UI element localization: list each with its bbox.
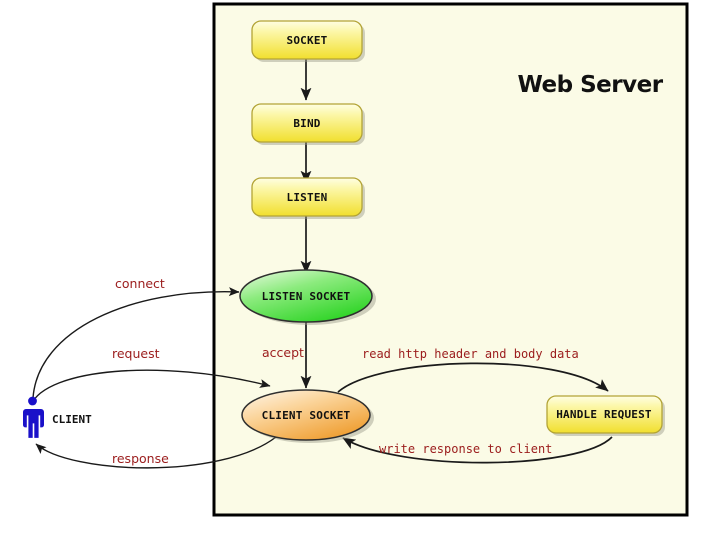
node-bind[interactable]: BIND — [251, 103, 365, 145]
node-handle-request-label: HANDLE REQUEST — [556, 408, 652, 421]
node-listen-socket[interactable]: LISTEN SOCKET — [239, 269, 376, 325]
node-handle-request[interactable]: HANDLE REQUEST — [546, 395, 665, 436]
edge-client-connect-line — [32, 287, 240, 399]
edge-label-connect: connect — [115, 276, 165, 291]
actor-client[interactable]: CLIENT — [23, 396, 92, 438]
node-handle-request-shape — [546, 395, 663, 434]
edge-client-connect: connect — [32, 276, 240, 399]
edge-label-read-http: read http header and body data — [362, 347, 579, 361]
edge-listensocket-accept: accept — [262, 320, 312, 389]
edge-label-response: response — [112, 451, 169, 466]
edge-client-request: request — [30, 346, 271, 406]
edge-clientsocket-read-line — [337, 362, 609, 393]
node-listen-socket-label: LISTEN SOCKET — [262, 290, 351, 303]
edge-handlerequest-write-line — [342, 436, 613, 464]
node-listen-shape — [251, 177, 363, 217]
node-listen-socket-shape — [239, 269, 373, 323]
node-socket-label: SOCKET — [287, 34, 328, 47]
node-bind-shape — [251, 103, 363, 143]
actor-client-label: CLIENT — [52, 413, 92, 426]
node-listen[interactable]: LISTEN — [251, 177, 365, 219]
edge-label-write-response: write response to client — [379, 442, 552, 456]
edge-clientsocket-response: response — [35, 436, 277, 469]
node-listen-label: LISTEN — [287, 191, 328, 204]
node-client-socket[interactable]: CLIENT SOCKET — [241, 389, 374, 443]
edge-handlerequest-write: write response to client — [342, 436, 613, 464]
node-bind-label: BIND — [293, 117, 320, 130]
edge-clientsocket-read: read http header and body data — [337, 347, 609, 393]
edge-client-request-line — [30, 369, 271, 406]
web-server-title: Web Server — [517, 72, 663, 98]
edge-clientsocket-response-line — [35, 436, 277, 469]
node-socket[interactable]: SOCKET — [251, 20, 365, 62]
edge-label-request: request — [112, 346, 160, 361]
node-socket-shape — [251, 20, 363, 60]
node-client-socket-label: CLIENT SOCKET — [262, 409, 351, 422]
person-icon — [23, 396, 44, 438]
edge-label-accept: accept — [262, 345, 304, 360]
node-client-socket-shape — [241, 389, 371, 441]
